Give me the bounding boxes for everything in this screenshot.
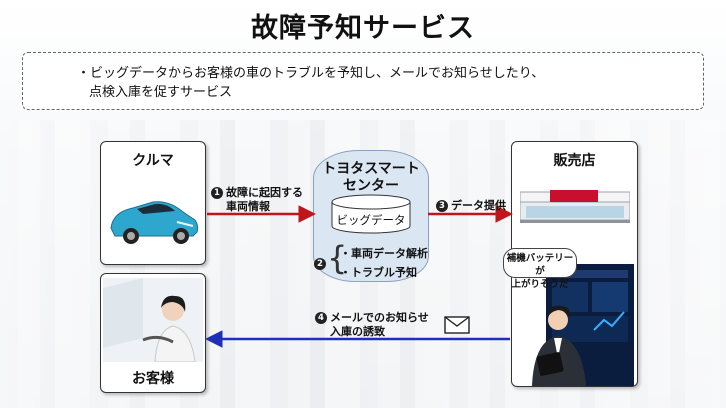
database-icon: ビッグデータ (330, 194, 412, 234)
customer-icon (103, 278, 203, 362)
step-1-line-1: 故障に起因する (226, 186, 303, 199)
mail-envelope-icon (444, 316, 470, 334)
dealer-panel-label: 販売店 (553, 153, 596, 169)
speech-line-1: 補機バッテリーが (506, 253, 574, 277)
car-panel-label: クルマ (132, 153, 174, 169)
center-title-line-1: トヨタスマート (322, 161, 420, 177)
brace-icon: { (327, 239, 348, 277)
staff-tablet-icon (532, 264, 634, 386)
page-title: 故障予知サービス (251, 13, 475, 44)
step-3-text: データ提供 (451, 199, 506, 212)
center-title: トヨタスマート センター (314, 161, 428, 195)
summary-box: ・ビッグデータからお客様の車のトラブルを予知し、メールでお知らせしたり、 点検入… (22, 52, 704, 110)
dealership-icon (520, 190, 630, 223)
step-4-line-2: 入庫の誘致 (330, 325, 385, 338)
step-4-number: 4 (315, 312, 327, 324)
step-1-number: 1 (211, 187, 223, 199)
speech-line-2: 上がりそうだ (511, 279, 569, 290)
car-panel: クルマ (100, 141, 206, 265)
center-title-line-2: センター (343, 178, 399, 194)
summary-line-2: 点検入庫を促すサービス (89, 85, 233, 100)
step-1-line-2: 車両情報 (226, 200, 270, 213)
step-3-number: 3 (436, 200, 448, 212)
customer-panel-label: お客様 (132, 371, 174, 387)
smart-center-cloud: トヨタスマート センター ビッグデータ (313, 150, 429, 282)
step-2-marker: 2 (314, 252, 329, 271)
step-4-line-1: メールでのお知らせ (330, 311, 429, 324)
database-label: ビッグデータ (336, 213, 406, 227)
step-2-number: 2 (314, 258, 326, 270)
car-icon (110, 201, 199, 244)
summary-line-1: ・ビッグデータからお客様の車のトラブルを予知し、メールでお知らせしたり、 (77, 66, 545, 81)
customer-panel: お客様 (100, 273, 206, 393)
step-2-item-2: ・トラブル予知 (340, 266, 417, 279)
step-2-group: ・車両データ解析 ・トラブル予知 (340, 244, 428, 282)
step-2-item-1: ・車両データ解析 (340, 247, 428, 260)
speech-bubble: 補機バッテリーが 上がりそうだ (503, 248, 577, 290)
